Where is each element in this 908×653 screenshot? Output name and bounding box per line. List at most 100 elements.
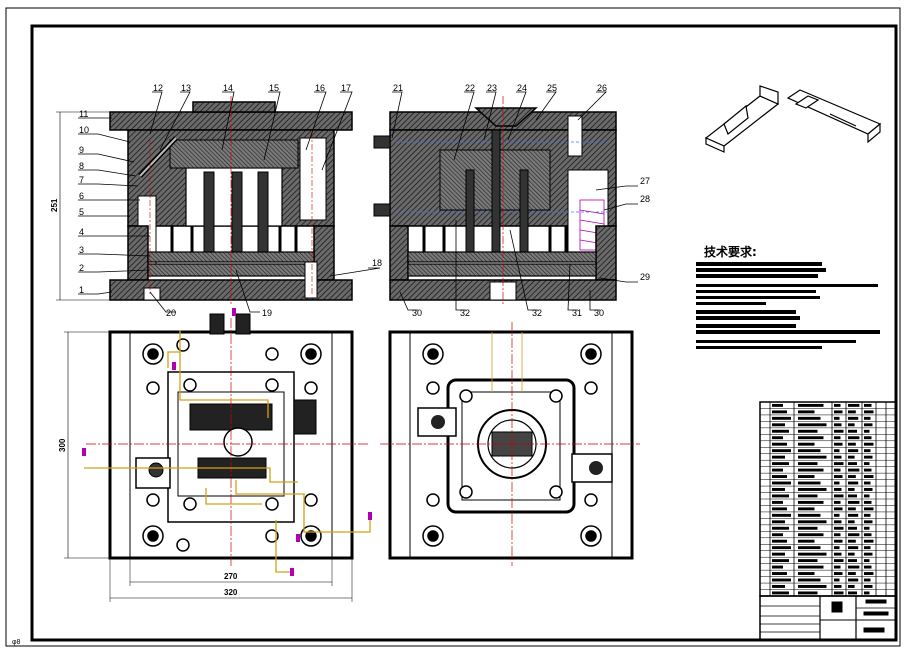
- parts-row-cell: [798, 403, 824, 407]
- parts-row-cell: [848, 559, 857, 563]
- parts-row-cell: [864, 526, 870, 530]
- part-label-25: 25: [547, 83, 557, 93]
- parts-row-cell: [798, 565, 824, 569]
- parts-row-cell: [798, 410, 815, 414]
- technical-requirements-title: 技术要求:: [704, 244, 757, 259]
- parts-row-cell: [834, 455, 842, 459]
- parts-row-cell: [834, 539, 843, 543]
- part-label-14: 14: [223, 83, 233, 93]
- parts-list-rows: [760, 401, 896, 595]
- parts-row-cell: [798, 585, 827, 588]
- parts-row-cell: [772, 455, 785, 459]
- parts-row-cell: [772, 559, 789, 563]
- part-label-23: 23: [487, 83, 497, 93]
- parts-row-cell: [798, 513, 821, 517]
- parts-row-cell: [848, 403, 860, 407]
- part-label-22: 22: [465, 83, 475, 93]
- parts-row-cell: [798, 416, 821, 420]
- parts-row-cell: [772, 507, 787, 511]
- parts-row-cell: [864, 449, 871, 453]
- parts-row-cell: [848, 429, 857, 433]
- part-label-4: 4: [79, 227, 84, 237]
- technical-requirements-block: 技术要求:: [696, 244, 880, 349]
- part-label-3: 3: [79, 245, 84, 255]
- parts-row-cell: [848, 481, 859, 485]
- part-label-20: 20: [166, 308, 176, 318]
- part-label-24: 24: [517, 83, 527, 93]
- parts-row-cell: [772, 591, 789, 595]
- parts-row-cell: [772, 565, 783, 569]
- parts-row-cell: [772, 552, 785, 556]
- parts-row-cell: [798, 559, 818, 563]
- parts-row-cell: [798, 429, 818, 433]
- parts-row-cell: [864, 565, 872, 569]
- parts-row-cell: [864, 520, 873, 524]
- parts-row-cell: [834, 442, 843, 446]
- parts-row-cell: [772, 403, 783, 407]
- part-label-18: 18: [372, 258, 382, 268]
- parts-row-cell: [834, 436, 841, 440]
- part-label-1: 1: [79, 285, 84, 295]
- parts-row-cell: [798, 481, 821, 485]
- parts-row-cell: [864, 416, 871, 420]
- part-label-17: 17: [341, 83, 351, 93]
- parts-row-cell: [848, 436, 860, 440]
- parts-row-cell: [772, 481, 791, 485]
- parts-row-cell: [834, 507, 843, 511]
- part-label-27: 27: [640, 176, 650, 186]
- part-label-30b: 30: [594, 308, 604, 318]
- parts-row-cell: [798, 572, 815, 575]
- part-label-10: 10: [79, 125, 89, 135]
- parts-row-cell: [848, 410, 856, 414]
- parts-row-cell: [848, 507, 856, 511]
- part-label-7: 7: [79, 175, 84, 185]
- parts-row-cell: [848, 475, 856, 478]
- parts-row-cell: [848, 565, 860, 569]
- part-label-28: 28: [640, 194, 650, 204]
- parts-row-cell: [798, 455, 827, 459]
- parts-row-cell: [834, 546, 840, 550]
- parts-row-cell: [798, 507, 815, 511]
- parts-row-cell: [848, 552, 855, 556]
- section-view-a: [56, 91, 381, 313]
- parts-row-cell: [848, 513, 859, 517]
- parts-row-cell: [848, 546, 859, 550]
- parts-row-cell: [848, 526, 857, 530]
- parts-row-cell: [864, 481, 871, 485]
- parts-row-cell: [772, 436, 783, 440]
- parts-row-cell: [798, 546, 821, 550]
- dimension-300: 300: [58, 438, 67, 452]
- parts-row-cell: [848, 585, 855, 588]
- parts-row-cell: [834, 513, 840, 517]
- parts-row-cell: [834, 488, 842, 491]
- parts-row-cell: [864, 462, 870, 466]
- parts-row-cell: [834, 449, 840, 453]
- parts-row-cell: [864, 500, 872, 504]
- parts-row-cell: [798, 488, 827, 491]
- dimension-251: 251: [50, 198, 59, 212]
- parts-row-cell: [772, 526, 789, 530]
- parts-row-cell: [798, 449, 821, 453]
- parts-row-cell: [848, 462, 857, 466]
- parts-row-cell: [848, 578, 859, 582]
- parts-row-cell: [772, 410, 787, 414]
- parts-row-cell: [772, 494, 789, 498]
- parts-row-cell: [864, 494, 870, 498]
- parts-row-cell: [864, 578, 871, 582]
- parts-row-cell: [798, 442, 815, 446]
- parts-row-cell: [834, 475, 843, 478]
- parts-row-cell: [798, 552, 827, 556]
- parts-row-cell: [864, 513, 871, 517]
- parts-row-cell: [848, 533, 860, 537]
- parts-row-cell: [772, 468, 783, 472]
- parts-row-cell: [772, 585, 785, 588]
- parts-row-cell: [848, 591, 857, 595]
- parts-row-cell: [864, 559, 870, 563]
- parts-row-cell: [772, 423, 785, 427]
- plan-view-moving-half: [64, 308, 372, 602]
- parts-row-cell: [864, 552, 873, 556]
- part-label-12: 12: [153, 83, 163, 93]
- parts-row-cell: [848, 500, 860, 504]
- parts-row-cell: [864, 585, 873, 588]
